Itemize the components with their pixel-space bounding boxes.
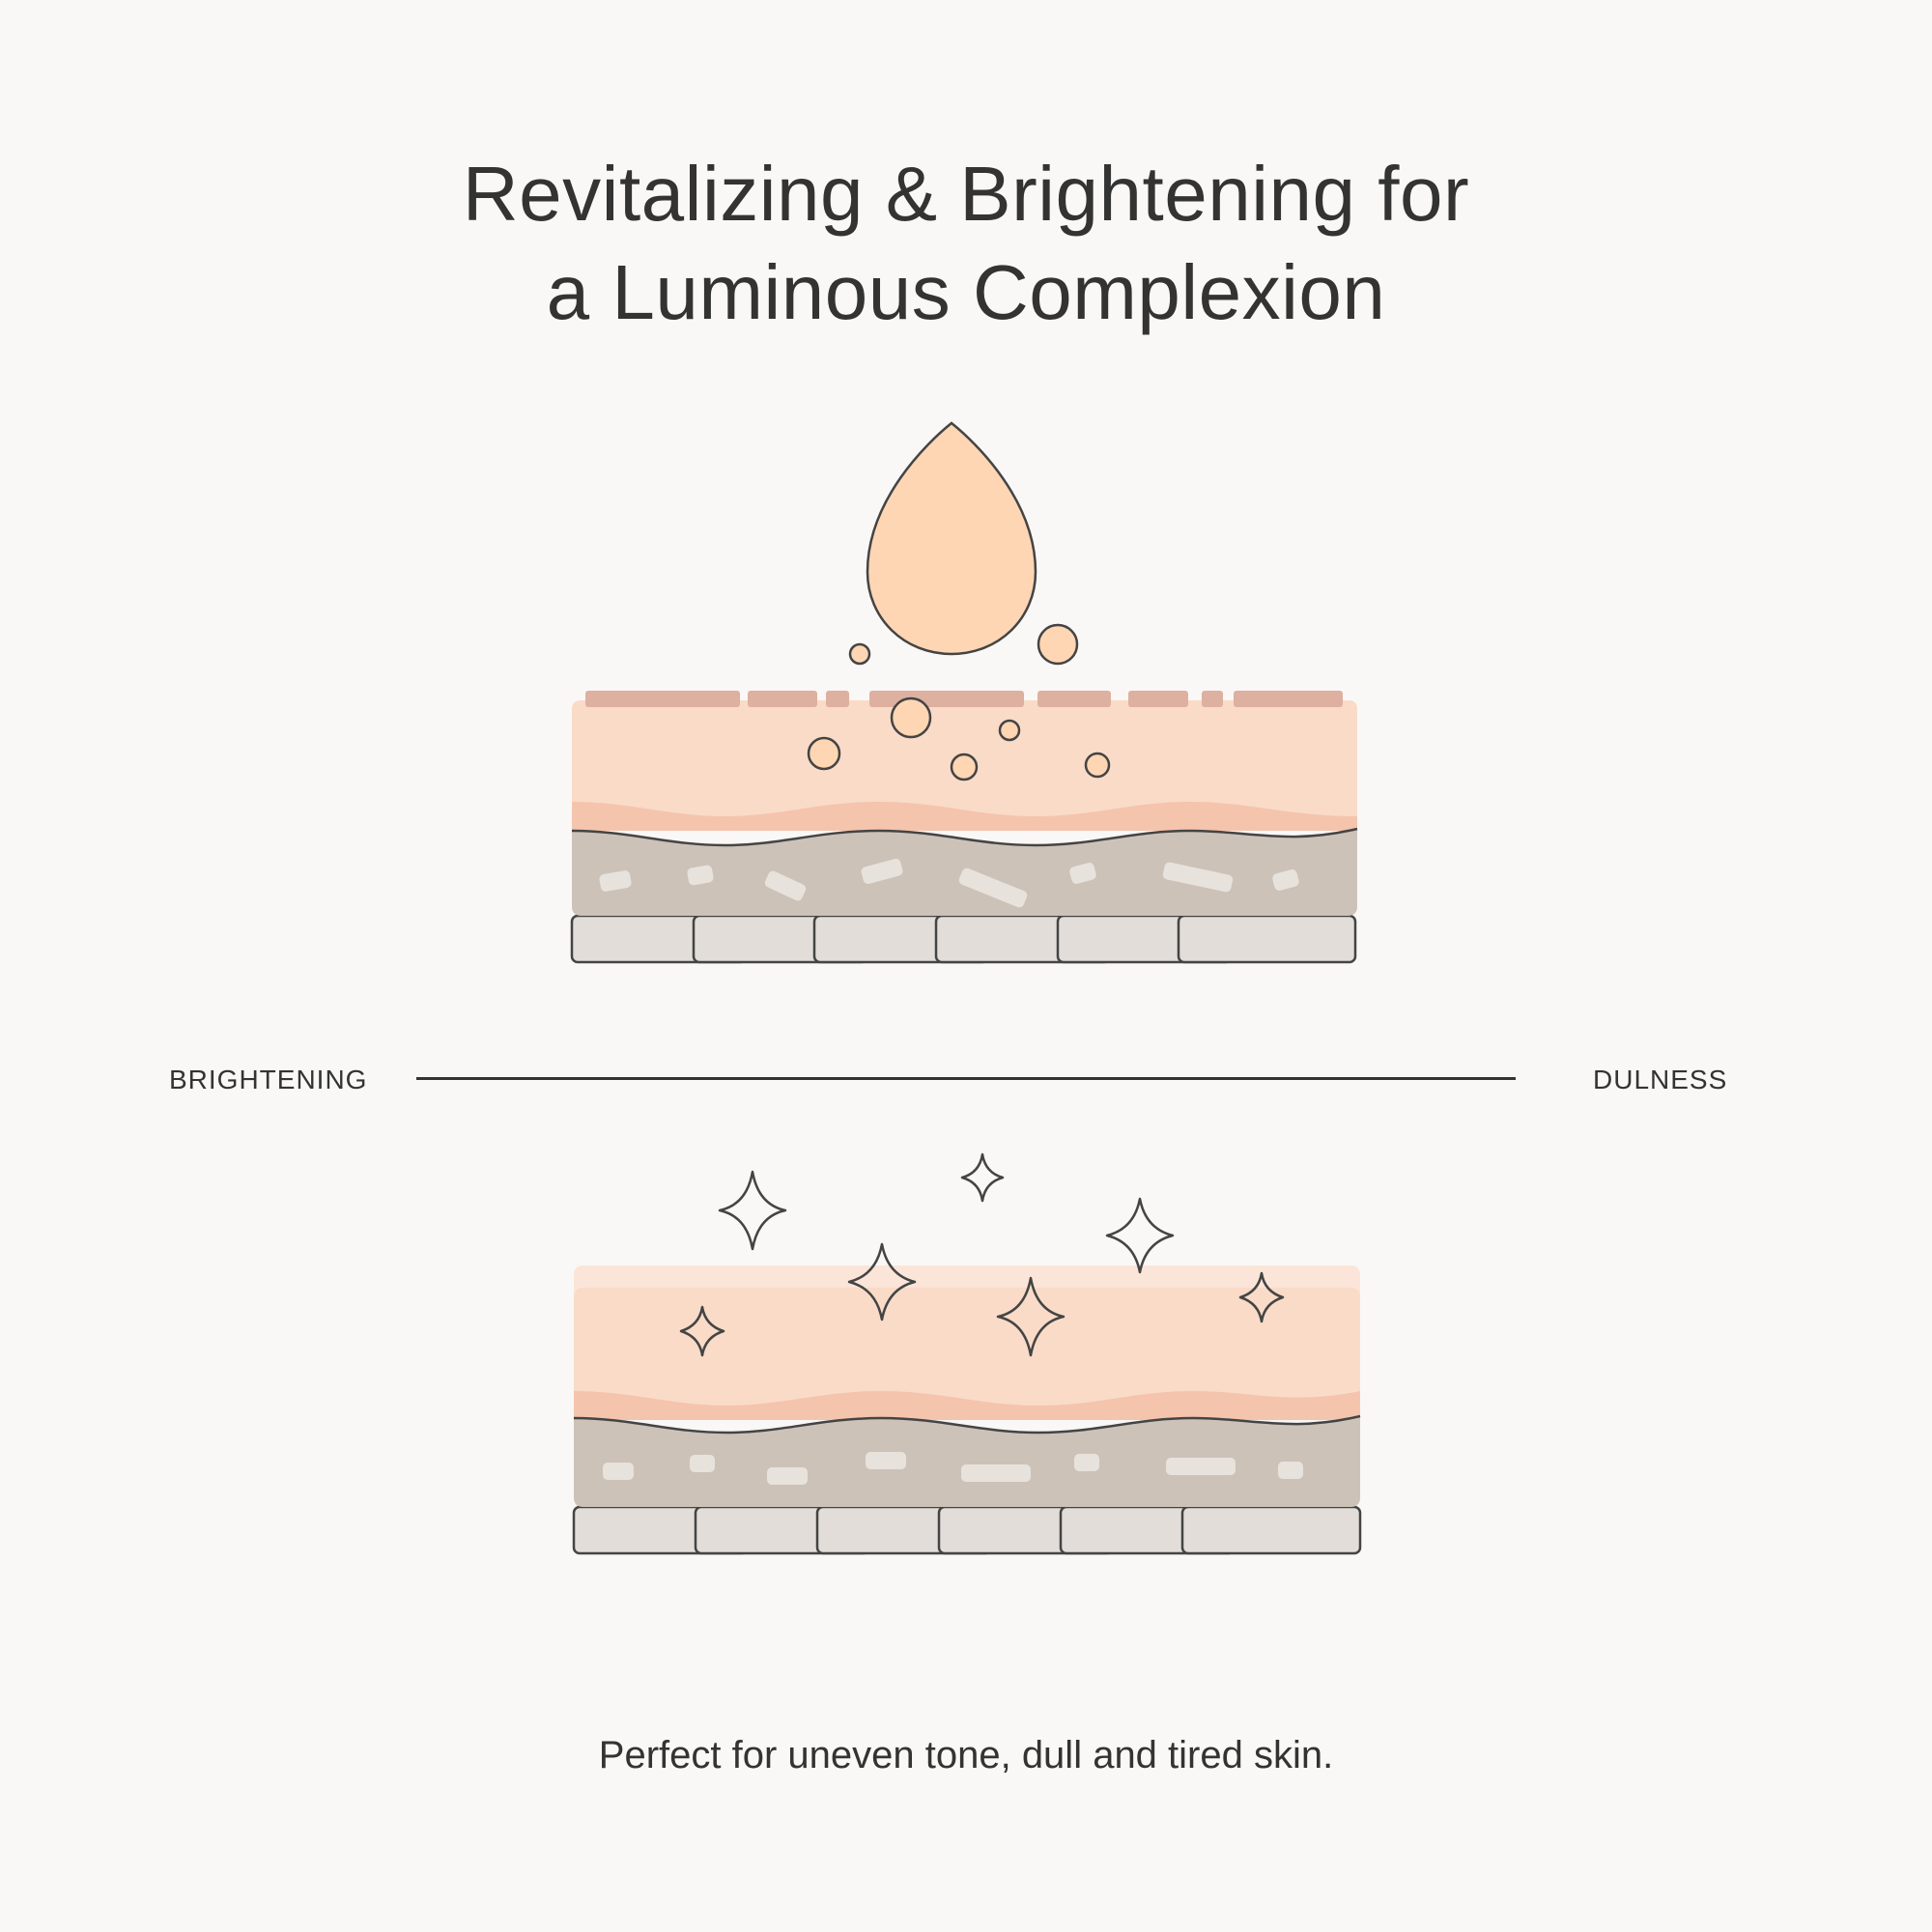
bubble-icon bbox=[950, 753, 979, 781]
surface-flakes bbox=[585, 691, 1343, 707]
epidermis-layer bbox=[574, 1288, 1360, 1420]
fiber bbox=[1278, 1462, 1303, 1479]
fiber bbox=[687, 865, 714, 886]
sparkle-icon bbox=[960, 1152, 1005, 1203]
base-layer-tiles bbox=[572, 1505, 1362, 1555]
fiber bbox=[764, 870, 807, 901]
flake bbox=[869, 691, 1024, 707]
wave-band bbox=[572, 802, 1357, 831]
flake bbox=[1128, 691, 1188, 707]
sparkles bbox=[679, 1152, 1285, 1357]
page-title: Revitalizing & Brightening for a Luminou… bbox=[0, 145, 1932, 342]
collagen-fibers bbox=[603, 1452, 1303, 1485]
bubble-icon bbox=[890, 696, 932, 739]
fiber bbox=[1272, 869, 1299, 891]
flake bbox=[585, 691, 740, 707]
sparkle-icon bbox=[679, 1305, 725, 1357]
flake bbox=[748, 691, 817, 707]
fiber bbox=[1069, 863, 1096, 884]
sparkle-icon bbox=[996, 1276, 1065, 1357]
flake bbox=[826, 691, 849, 707]
dermis-boundary bbox=[573, 1414, 1361, 1435]
dull-skin-section bbox=[570, 421, 1358, 964]
bubble-icon bbox=[848, 642, 871, 666]
scale-divider bbox=[416, 1077, 1516, 1080]
fiber bbox=[866, 1452, 906, 1469]
sparkle-icon bbox=[1238, 1271, 1285, 1323]
flake bbox=[1037, 691, 1111, 707]
fiber bbox=[1166, 1458, 1236, 1475]
fiber bbox=[690, 1455, 715, 1472]
dulness-label: DULNESS bbox=[1593, 1065, 1728, 1094]
sparkle-icon bbox=[1105, 1197, 1175, 1274]
glow-layer bbox=[574, 1265, 1360, 1294]
bubble-icon bbox=[807, 736, 841, 771]
brightening-label: BRIGHTENING bbox=[169, 1065, 368, 1094]
bubble-icon bbox=[1037, 623, 1079, 666]
fiber bbox=[958, 867, 1028, 908]
serum-bubbles bbox=[807, 623, 1111, 781]
base-tile bbox=[1177, 914, 1357, 964]
title-line-1: Revitalizing & Brightening for bbox=[462, 151, 1470, 237]
caption: Perfect for uneven tone, dull and tired … bbox=[598, 1734, 1334, 1776]
bubble-icon bbox=[998, 719, 1021, 742]
fiber bbox=[767, 1467, 808, 1485]
base-layer-tiles bbox=[570, 914, 1357, 964]
fiber bbox=[603, 1463, 634, 1480]
wave-band bbox=[574, 1391, 1360, 1420]
fiber bbox=[1162, 862, 1234, 893]
fiber bbox=[961, 1464, 1031, 1482]
bubble-icon bbox=[1084, 752, 1111, 779]
fiber bbox=[599, 870, 632, 892]
sparkle-icon bbox=[718, 1170, 787, 1251]
droplet-icon bbox=[866, 421, 1037, 656]
collagen-fibers bbox=[599, 858, 1299, 908]
flake bbox=[1202, 691, 1223, 707]
fiber bbox=[861, 858, 903, 885]
flake bbox=[1234, 691, 1343, 707]
title-line-2: a Luminous Complexion bbox=[546, 249, 1386, 335]
fiber bbox=[1074, 1454, 1099, 1471]
sparkle-icon bbox=[847, 1242, 917, 1321]
base-tile bbox=[1180, 1505, 1362, 1555]
dermis-boundary bbox=[571, 827, 1358, 847]
bright-skin-section bbox=[572, 1152, 1362, 1555]
